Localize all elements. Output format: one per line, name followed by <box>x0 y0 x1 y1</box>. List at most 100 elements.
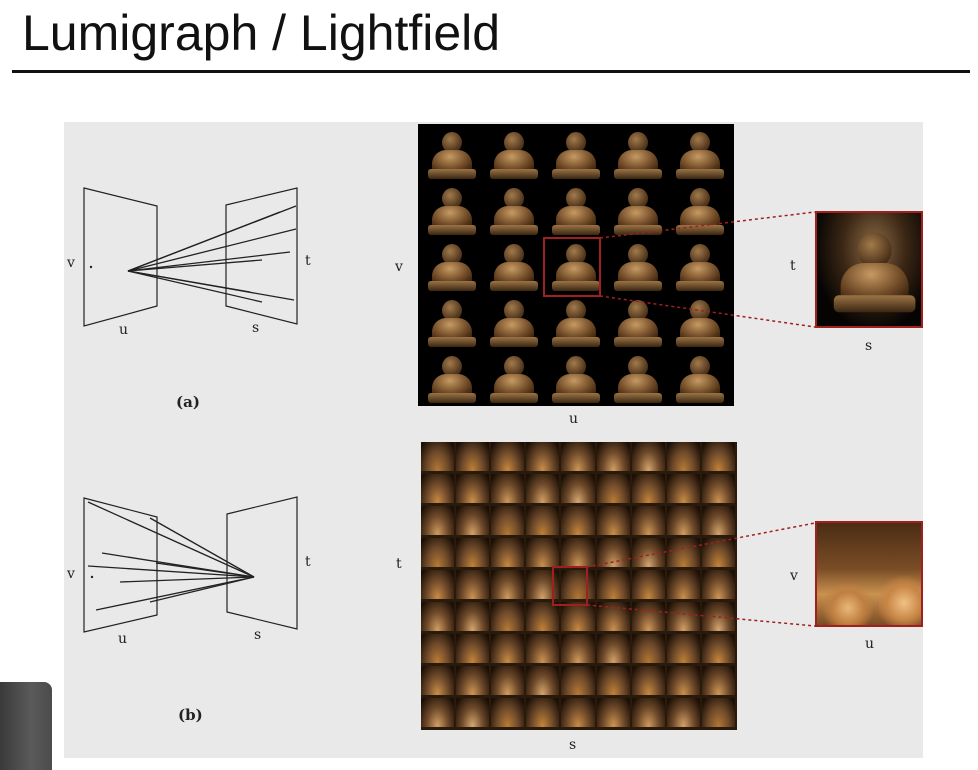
pixel-tile <box>421 602 455 631</box>
pixel-tile <box>526 442 560 471</box>
diagram-a-v-label: v <box>67 255 75 271</box>
buddha-thumbnail <box>424 242 480 292</box>
pixel-tile <box>491 442 525 471</box>
diagram-b-s-label: s <box>254 627 262 643</box>
pixel-tile <box>491 570 525 599</box>
buddha-thumbnail <box>424 298 480 348</box>
buddha-thumbnail <box>610 354 666 404</box>
diagram-a-s-label: s <box>252 320 260 336</box>
pixel-tile <box>526 634 560 663</box>
pixel-tile <box>701 666 735 695</box>
buddha-thumbnail <box>672 242 728 292</box>
pixel-image-grid <box>421 442 737 730</box>
pixel-tile <box>491 698 525 727</box>
diagram-a-t-label: t <box>305 253 311 269</box>
pixel-tile <box>491 538 525 567</box>
pixel-tile <box>421 474 455 503</box>
pixel-tile <box>526 602 560 631</box>
grid-b-axis-s: s <box>569 737 577 753</box>
pixel-tile <box>666 602 700 631</box>
buddha-thumbnail <box>672 298 728 348</box>
buddha-thumbnail <box>610 242 666 292</box>
buddha-thumbnail <box>424 130 480 180</box>
pixel-tile <box>421 506 455 535</box>
pixel-tile <box>456 442 490 471</box>
buddha-thumbnail <box>424 354 480 404</box>
caption-b: (b) <box>178 706 203 724</box>
pixel-tile <box>456 666 490 695</box>
pixel-tile <box>421 538 455 567</box>
pixel-tile <box>456 602 490 631</box>
buddha-thumbnail <box>548 354 604 404</box>
diagram-b-t-label: t <box>305 554 311 570</box>
pixel-tile <box>491 602 525 631</box>
pixel-tile <box>701 698 735 727</box>
pixel-tile <box>526 698 560 727</box>
pixel-tile <box>561 666 595 695</box>
pixel-tile <box>666 474 700 503</box>
presenter-webcam-corner <box>0 682 52 770</box>
pixel-tile <box>561 506 595 535</box>
pixel-tile <box>666 442 700 471</box>
buddha-thumbnail <box>486 130 542 180</box>
uv-plane-b <box>83 497 158 633</box>
slide-title: Lumigraph / Lightfield <box>22 5 501 61</box>
pixel-tile <box>421 666 455 695</box>
pixel-tile <box>526 506 560 535</box>
pixel-tile <box>561 602 595 631</box>
pixel-tile <box>491 506 525 535</box>
zoom-b-axis-u: u <box>865 636 875 652</box>
buddha-image-grid <box>418 124 734 406</box>
pixel-tile <box>596 506 630 535</box>
buddha-thumbnail <box>548 242 604 292</box>
pixel-tile <box>631 698 665 727</box>
pixel-tile <box>701 570 735 599</box>
highlight-box-b <box>552 566 588 606</box>
pixel-tile <box>701 506 735 535</box>
st-plane-a <box>225 187 298 325</box>
pixel-tile <box>596 442 630 471</box>
zoom-a-axis-t: t <box>790 258 796 274</box>
pixel-tile <box>456 570 490 599</box>
pixel-tile <box>456 538 490 567</box>
buddha-thumbnail <box>486 354 542 404</box>
buddha-thumbnail <box>610 186 666 236</box>
pixel-tile <box>666 698 700 727</box>
pixel-tile <box>561 570 595 599</box>
pixel-tile <box>701 442 735 471</box>
pixel-tile <box>491 666 525 695</box>
pixel-tile <box>561 442 595 471</box>
rays-a <box>127 205 297 303</box>
zoom-b-axis-v: v <box>790 568 798 584</box>
grid-b-axis-t: t <box>396 556 402 572</box>
pixel-tile <box>526 474 560 503</box>
uv-plane-a <box>83 187 158 327</box>
pixel-tile <box>631 442 665 471</box>
pixel-tile <box>561 698 595 727</box>
rays-b <box>87 501 255 611</box>
pixel-zoom-image <box>815 521 923 627</box>
pixel-tile <box>561 474 595 503</box>
pixel-tile <box>421 442 455 471</box>
pixel-tile <box>666 506 700 535</box>
pixel-tile <box>421 698 455 727</box>
pixel-tile <box>631 666 665 695</box>
pixel-tile <box>666 570 700 599</box>
diagram-b-u-label: u <box>118 631 128 647</box>
pixel-tile <box>596 570 630 599</box>
buddha-thumbnail <box>486 186 542 236</box>
buddha-thumbnail <box>486 242 542 292</box>
pixel-tile <box>666 538 700 567</box>
pixel-tile <box>596 666 630 695</box>
buddha-thumbnail <box>672 186 728 236</box>
pixel-tile <box>596 634 630 663</box>
highlight-box-a <box>543 237 601 297</box>
diagram-b-v-label: v <box>67 566 75 582</box>
pixel-tile <box>526 666 560 695</box>
buddha-thumbnail <box>672 354 728 404</box>
pixel-tile <box>456 698 490 727</box>
buddha-thumbnail <box>548 298 604 348</box>
st-plane-b <box>226 496 298 630</box>
pixel-tile <box>666 634 700 663</box>
